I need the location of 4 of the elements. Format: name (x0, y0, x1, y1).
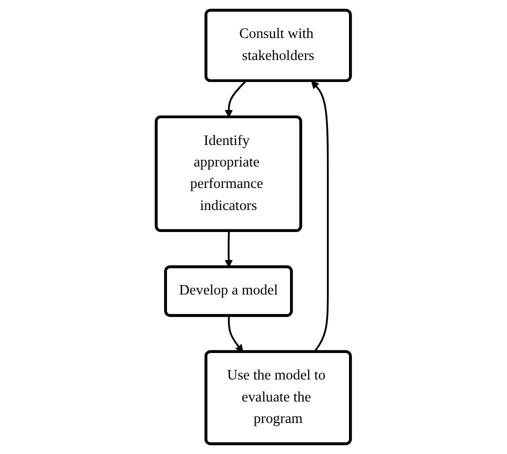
arrow (311, 80, 329, 353)
arrow (224, 80, 247, 118)
arrow (228, 316, 244, 352)
arrow (224, 231, 233, 268)
